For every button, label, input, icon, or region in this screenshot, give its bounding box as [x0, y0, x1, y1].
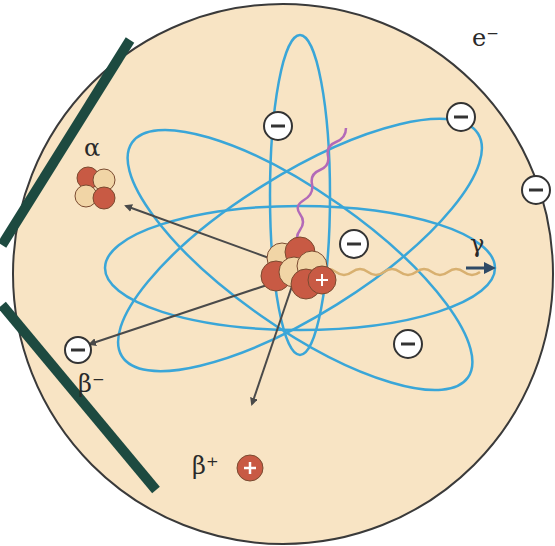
bracket-line [2, 40, 130, 245]
gamma-wave [320, 269, 480, 275]
alpha-particle [75, 167, 115, 209]
positron [237, 455, 263, 481]
emission-arrows [90, 206, 292, 404]
nucleus [261, 237, 336, 299]
beta-minus-label: β⁻ [78, 372, 105, 396]
electron-label: e⁻ [472, 26, 499, 50]
bracket-line [2, 305, 156, 490]
electrons [65, 103, 550, 363]
gamma-label: γ [470, 232, 484, 256]
beta-plus-label: β⁺ [192, 454, 219, 478]
orbits [85, 35, 515, 433]
atom-disc [13, 4, 553, 544]
gamma-arrow [466, 267, 492, 270]
alpha-label: α [84, 136, 100, 160]
